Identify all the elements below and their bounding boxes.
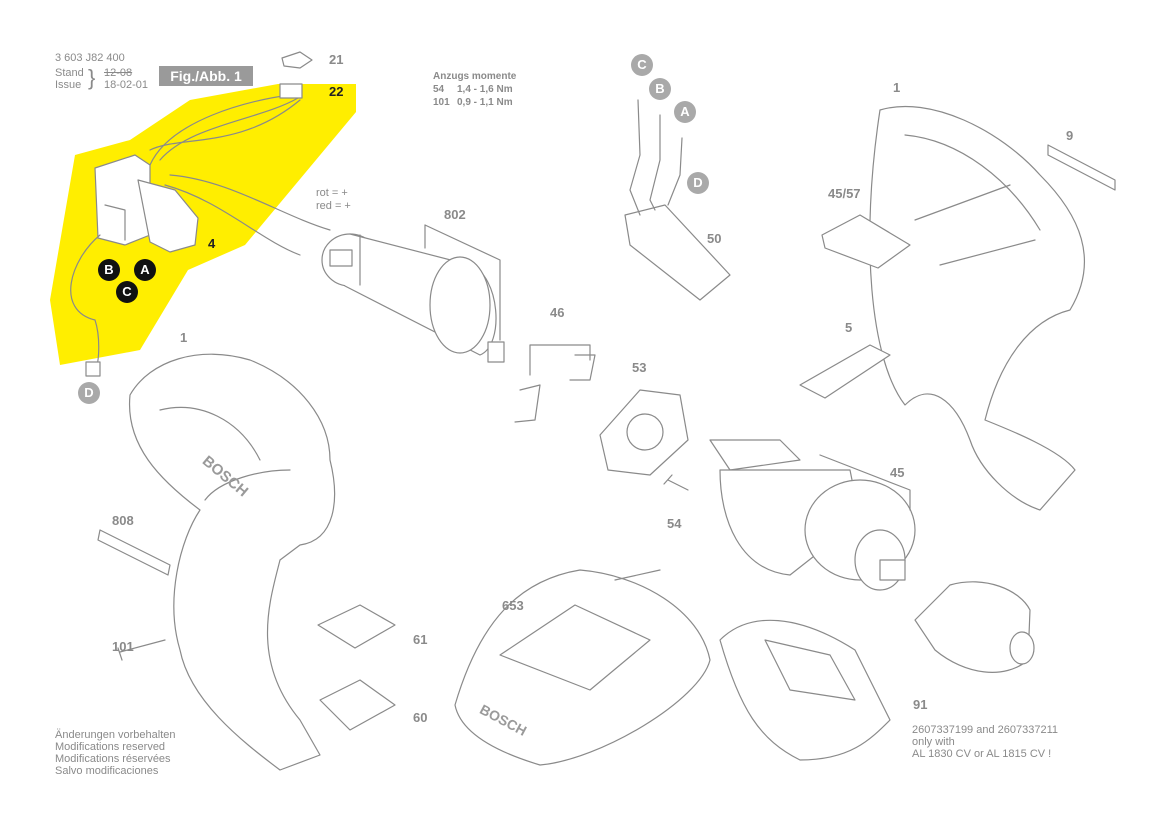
battery-note-line3: AL 1830 CV or AL 1815 CV ! — [912, 748, 1052, 760]
switch-wire — [149, 94, 291, 166]
gearbox-45 — [709, 439, 916, 591]
label-part-91: 91 — [913, 697, 928, 712]
contact-plate-61 — [317, 604, 396, 649]
badge-switch-c: C — [116, 281, 138, 303]
wire-note-line1: rot = + — [316, 187, 348, 199]
label-part-46: 46 — [550, 305, 565, 320]
part-5-cover — [799, 344, 891, 399]
label-part-22: 22 — [329, 84, 344, 99]
board-wire — [649, 114, 661, 211]
switch-unit-4 — [94, 154, 199, 253]
leader-46 — [529, 344, 591, 376]
label-part-21: 21 — [329, 52, 344, 67]
stand-value: 12-08 — [104, 67, 133, 79]
label-part-53: 53 — [632, 360, 647, 375]
footnote-fr: Modifications réservées — [55, 753, 171, 765]
charger-cable — [614, 569, 661, 581]
part-22-board — [279, 83, 303, 99]
screw-101 — [117, 639, 166, 661]
clip-46b — [514, 384, 541, 423]
motor-802 — [321, 233, 497, 356]
label-part-808: 808 — [112, 513, 134, 528]
badge-switch-b: B — [98, 259, 120, 281]
circuit-board-50 — [624, 204, 731, 301]
issue-label: Issue — [55, 79, 82, 91]
brace: } — [88, 65, 96, 90]
part-808-label-strip — [97, 529, 171, 576]
housing-shell-left — [128, 353, 336, 771]
label-part-54: 54 — [667, 516, 682, 531]
pinion — [487, 341, 505, 363]
switch-wire — [149, 99, 301, 151]
contact-plate-60 — [319, 679, 396, 731]
board-wire — [629, 99, 641, 216]
battery-91 — [719, 619, 891, 761]
switch-cable-d — [70, 234, 101, 373]
badge-board-c: C — [631, 54, 653, 76]
part-21-knob — [281, 51, 313, 69]
label-part-45: 45 — [890, 465, 905, 480]
stand-label: Stand — [55, 67, 84, 79]
label-part-60: 60 — [413, 710, 428, 725]
figure-label: Fig./Abb. 1 — [159, 66, 253, 86]
keyless-chuck — [914, 581, 1035, 673]
charger-653 — [454, 569, 711, 766]
footnote-es: Salvo modificaciones — [55, 765, 159, 777]
label-part-1-left: 1 — [180, 330, 188, 345]
badge-switch-a: A — [134, 259, 156, 281]
wire-note-line2: red = + — [316, 200, 351, 212]
switch-wire — [169, 174, 331, 231]
label-part-1-right: 1 — [893, 80, 901, 95]
leader-45 — [819, 454, 911, 511]
part-9-strip — [1047, 144, 1116, 191]
label-part-5: 5 — [845, 320, 853, 335]
screw-54 — [663, 474, 689, 491]
leader-802 — [424, 224, 501, 341]
badge-board-a: A — [674, 101, 696, 123]
badge-board-b: B — [649, 78, 671, 100]
label-part-653: 653 — [502, 598, 524, 613]
footnote-en: Modifications reserved — [55, 741, 166, 753]
label-part-45-57: 45/57 — [828, 186, 861, 201]
battery-note-line2: only with — [912, 736, 955, 748]
housing-shell-right — [869, 105, 1085, 511]
label-part-802: 802 — [444, 207, 466, 222]
part-number: 3 603 J82 400 — [55, 52, 125, 64]
label-part-9: 9 — [1066, 128, 1074, 143]
battery-note-line1: 2607337199 and 2607337211 — [912, 724, 1059, 736]
label-part-61: 61 — [413, 632, 428, 647]
cable-plug — [85, 361, 101, 377]
torque-title: Anzugs momente — [433, 71, 517, 82]
issue-value: 18-02-01 — [104, 79, 149, 91]
gear-carrier-53 — [599, 389, 689, 476]
label-part-101: 101 — [112, 639, 134, 654]
part-45-57-slider — [821, 214, 911, 269]
clip-46a — [569, 354, 596, 381]
badge-board-d: D — [687, 172, 709, 194]
board-wire — [667, 137, 683, 206]
badge-cable-d: D — [78, 382, 100, 404]
switch-wire — [164, 184, 301, 256]
footnote-de: Änderungen vorbehalten — [55, 729, 176, 741]
switch-wire — [159, 97, 299, 161]
label-part-50: 50 — [707, 231, 722, 246]
label-part-4: 4 — [208, 236, 216, 251]
